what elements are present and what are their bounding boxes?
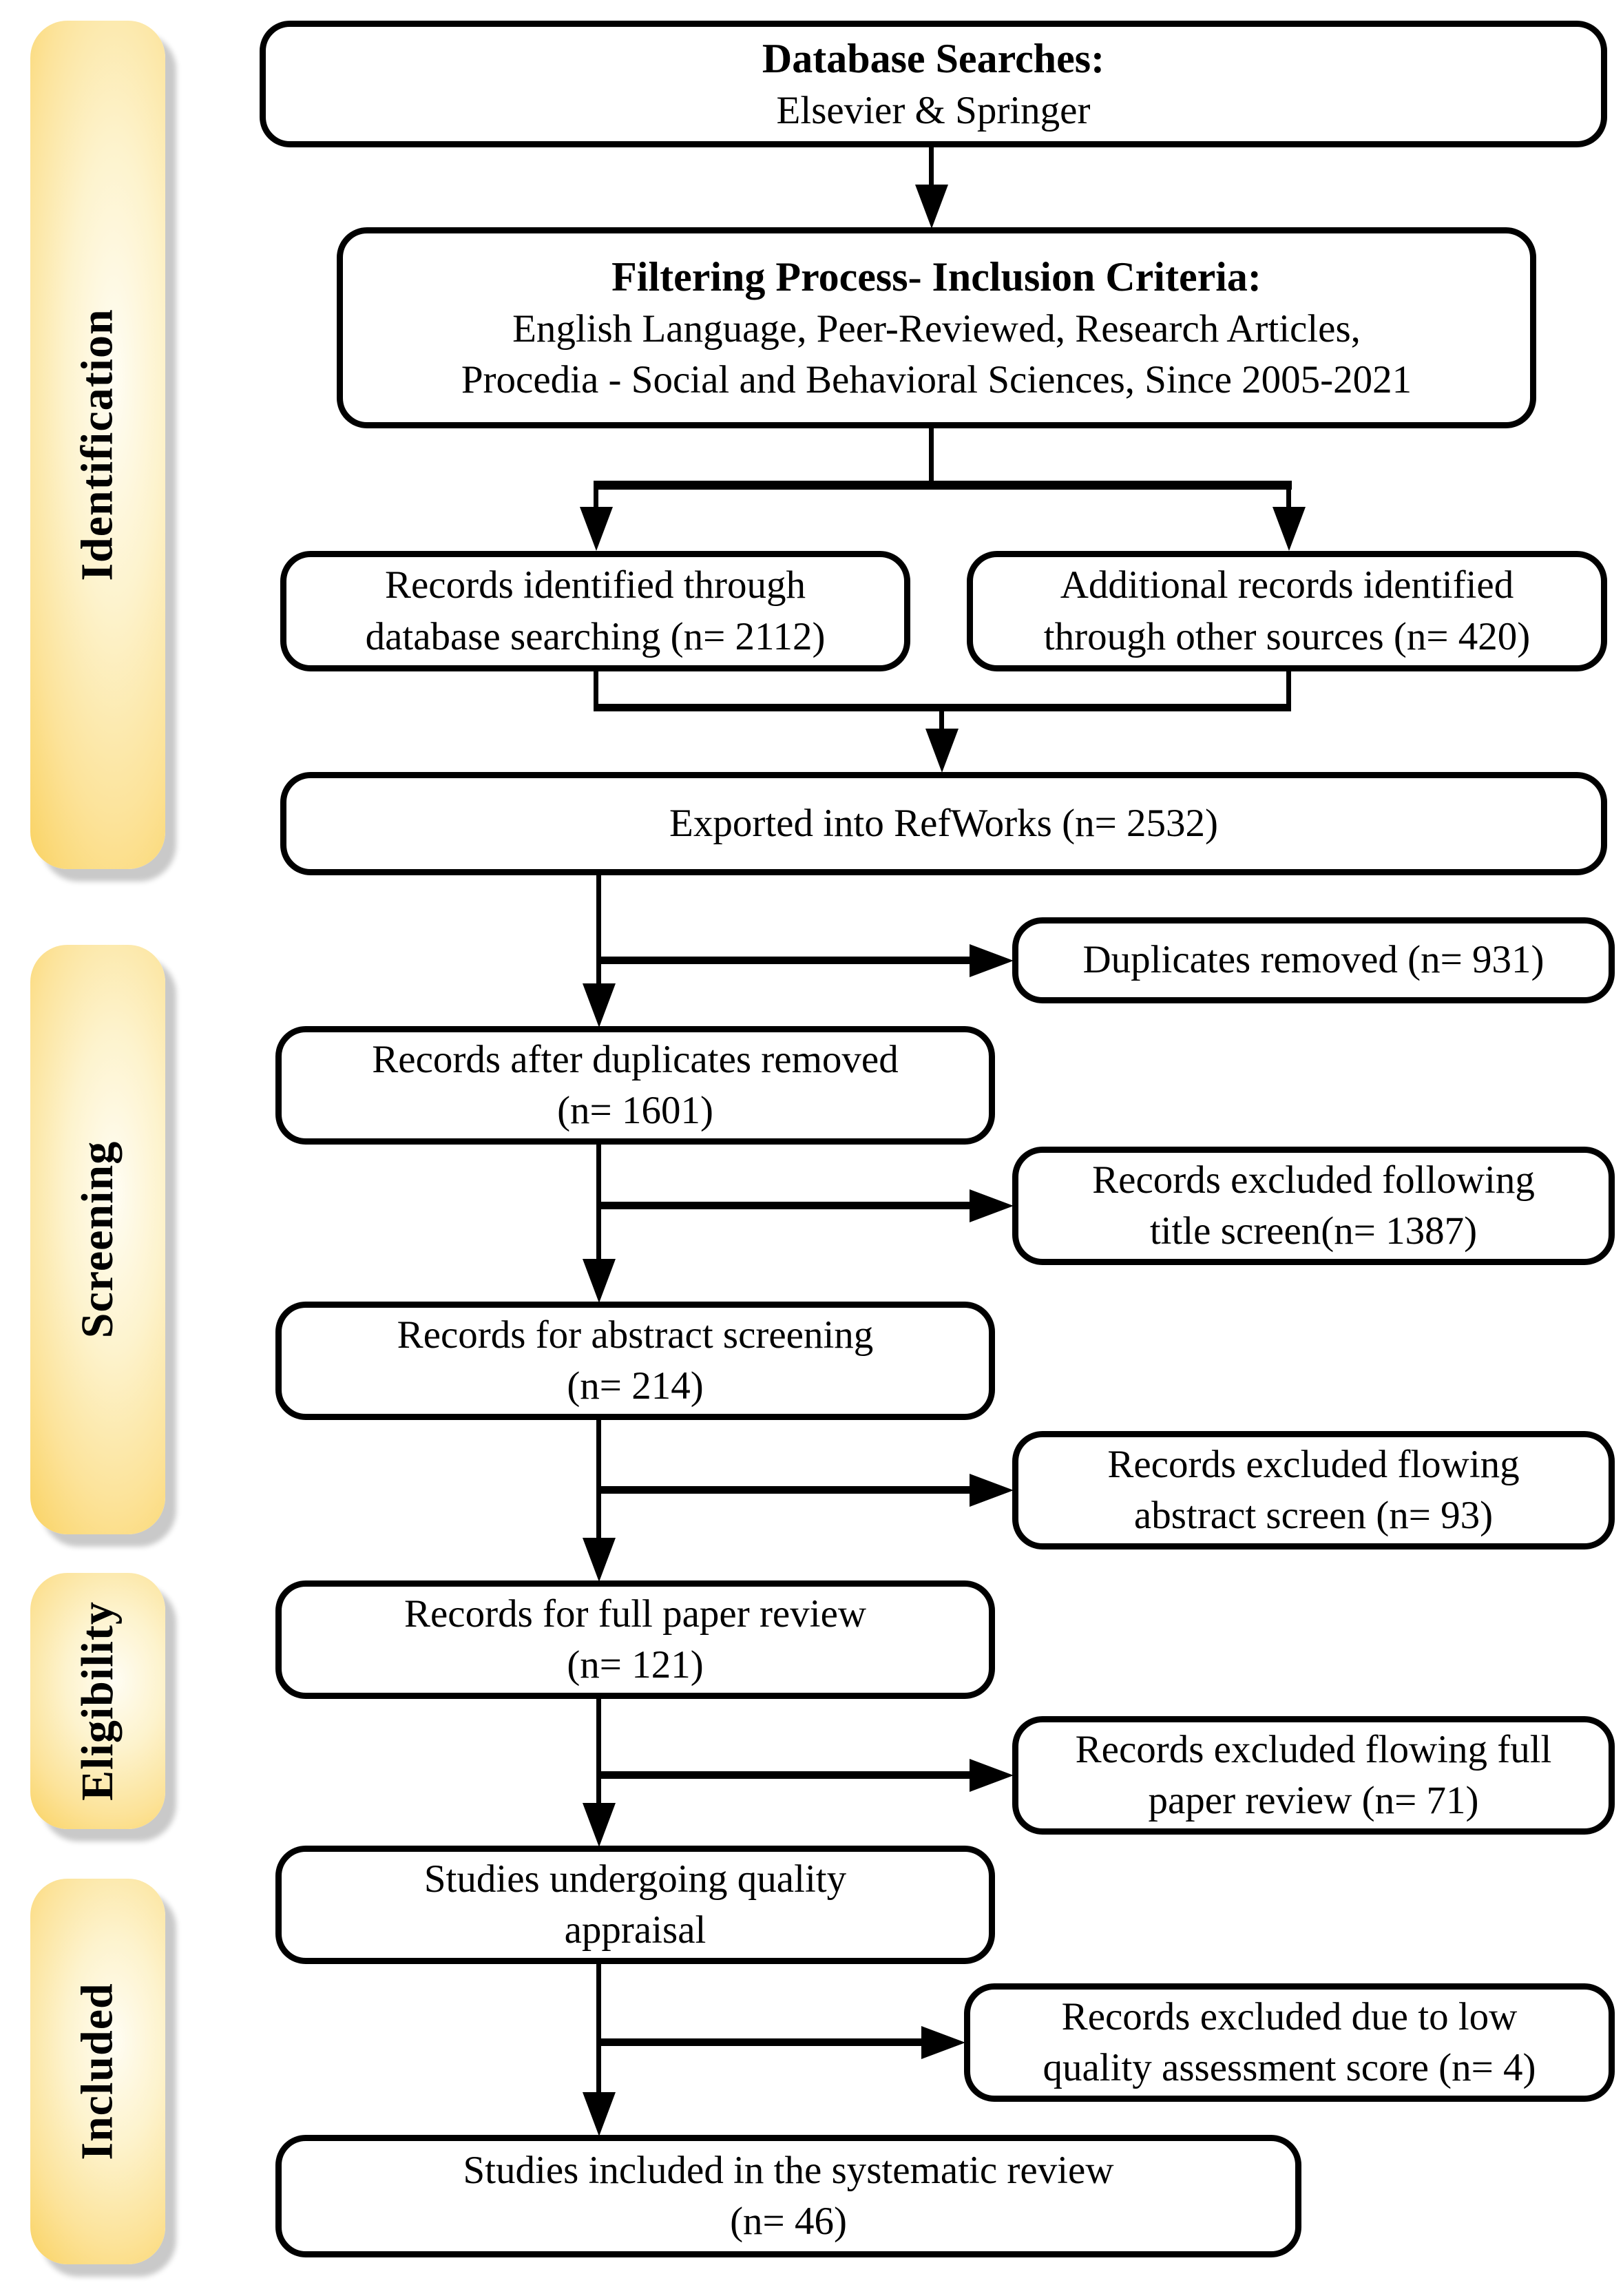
box-text-line: database searching (n= 2112)	[365, 614, 826, 658]
connector-line	[599, 1486, 974, 1494]
arrowhead-down	[583, 2092, 616, 2136]
connector-line	[1286, 481, 1291, 510]
box-text-line: Records for abstract screening	[397, 1313, 874, 1357]
box-text-line: (n= 1601)	[557, 1089, 713, 1132]
connector-line	[599, 1771, 974, 1779]
arrowhead-down	[583, 1259, 616, 1303]
arrowhead-right	[970, 1759, 1014, 1792]
box-text-line: Filtering Process- Inclusion Criteria:	[611, 253, 1261, 300]
box-text-line: Duplicates removed (n= 931)	[1082, 938, 1545, 982]
box-duplicates-removed: Duplicates removed (n= 931)	[1012, 917, 1615, 1003]
connector-line	[596, 1145, 601, 1259]
box-text-line: (n= 46)	[730, 2200, 847, 2243]
connector-line	[596, 1420, 601, 1538]
stage-label-screening: Screening	[30, 945, 165, 1534]
connector-line	[939, 709, 944, 731]
box-text-line: title screen(n= 1387)	[1149, 1209, 1478, 1253]
stage-label-identification: Identification	[30, 21, 165, 869]
connector-line	[596, 1699, 601, 1803]
box-text-line: Elsevier & Springer	[776, 88, 1091, 132]
arrowhead-down	[925, 729, 959, 773]
box-text-line: Exported into RefWorks (n= 2532)	[669, 801, 1218, 845]
box-text-line: English Language, Peer-Reviewed, Researc…	[512, 306, 1361, 351]
box-excluded-title-screen: Records excluded following title screen(…	[1012, 1147, 1615, 1265]
connector-line	[596, 1964, 601, 2092]
box-records-other-sources: Additional records identified through ot…	[967, 551, 1607, 671]
connector-line	[594, 671, 598, 710]
arrowhead-down	[1273, 507, 1306, 551]
arrowhead-down	[915, 185, 948, 229]
box-text-line: (n= 214)	[567, 1364, 704, 1408]
box-text-line: quality assessment score (n= 4)	[1043, 2046, 1536, 2089]
arrowhead-right	[921, 2026, 965, 2059]
box-records-after-duplicates: Records after duplicates removed (n= 160…	[275, 1026, 995, 1145]
box-text-line: Database Searches:	[762, 35, 1105, 81]
stage-label-text: Identification	[72, 309, 123, 581]
arrowhead-right	[970, 1189, 1014, 1222]
box-text-line: Records excluded flowing	[1107, 1442, 1520, 1486]
box-included-studies: Studies included in the systematic revie…	[275, 2135, 1301, 2257]
box-filtering-criteria: Filtering Process- Inclusion Criteria: E…	[337, 227, 1536, 428]
box-text-line: Studies included in the systematic revie…	[463, 2148, 1114, 2192]
box-text-line: Procedia - Social and Behavioral Science…	[461, 358, 1412, 401]
connector-line	[594, 481, 1292, 490]
stage-label-text: Included	[72, 1983, 123, 2160]
connector-line	[594, 481, 598, 510]
arrowhead-down	[583, 983, 616, 1027]
connector-line	[594, 704, 1291, 711]
box-excluded-full-paper-review: Records excluded flowing full paper revi…	[1012, 1716, 1615, 1835]
arrowhead-right	[970, 1474, 1014, 1507]
connector-line	[596, 875, 601, 983]
connector-line	[1286, 671, 1291, 710]
box-excluded-low-quality: Records excluded due to low quality asse…	[964, 1983, 1615, 2102]
connector-line	[599, 957, 974, 964]
box-text-line: paper review (n= 71)	[1148, 1779, 1479, 1822]
box-excluded-abstract-screen: Records excluded flowing abstract screen…	[1012, 1431, 1615, 1549]
connector-line	[599, 1202, 974, 1209]
box-quality-appraisal: Studies undergoing quality appraisal	[275, 1846, 995, 1964]
stage-label-eligibility: Eligibility	[30, 1573, 165, 1829]
arrowhead-down	[580, 507, 613, 551]
box-text-line: Records excluded due to low	[1061, 1994, 1518, 2038]
box-records-abstract-screening: Records for abstract screening (n= 214)	[275, 1302, 995, 1420]
stage-label-text: Screening	[72, 1140, 123, 1339]
box-text-line: through other sources (n= 420)	[1043, 614, 1531, 658]
box-text-line: Records for full paper review	[404, 1591, 867, 1636]
connector-line	[929, 428, 934, 485]
box-text-line: (n= 121)	[567, 1643, 704, 1687]
stage-label-included: Included	[30, 1879, 165, 2264]
box-text-line: abstract screen (n= 93)	[1133, 1494, 1494, 1537]
box-text-line: Records identified through	[384, 563, 806, 607]
connector-line	[929, 147, 934, 187]
box-text-line: Records after duplicates removed	[372, 1037, 899, 1081]
stage-label-text: Eligibility	[72, 1601, 123, 1801]
arrowhead-down	[583, 1538, 616, 1582]
connector-line	[599, 2038, 926, 2046]
box-exported-refworks: Exported into RefWorks (n= 2532)	[280, 772, 1607, 875]
box-records-database: Records identified through database sear…	[280, 551, 910, 671]
box-text-line: Studies undergoing quality	[423, 1857, 847, 1901]
box-text-line: appraisal	[564, 1908, 706, 1952]
box-database-searches: Database Searches: Elsevier & Springer	[260, 21, 1607, 147]
arrowhead-right	[970, 944, 1014, 977]
box-records-full-paper-review: Records for full paper review (n= 121)	[275, 1580, 995, 1699]
box-text-line: Records excluded flowing full	[1075, 1727, 1552, 1771]
box-text-line: Records excluded following	[1092, 1158, 1535, 1202]
arrowhead-down	[583, 1803, 616, 1847]
box-text-line: Additional records identified	[1060, 563, 1514, 607]
